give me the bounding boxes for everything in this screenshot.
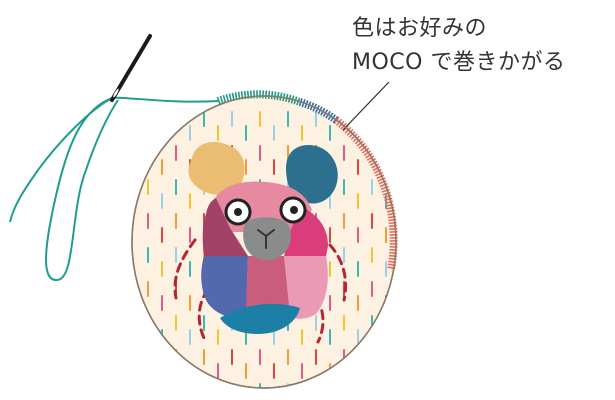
bear-body-bottom [220,303,300,334]
thread [45,96,219,282]
bear-ear-left [188,142,245,195]
bear-nose [257,229,275,249]
bear-head-right [284,206,328,256]
caption-line-2: MOCO で巻きかがる [352,50,566,75]
thread-tail [9,97,113,223]
bear-motif [173,142,348,344]
needle-icon [110,34,152,102]
bear-body-left [201,256,248,319]
wrapped-edge-coral [333,116,398,271]
bear-body-right [284,256,328,319]
bear-head-left [202,198,248,256]
hoop-outline [131,95,397,389]
bear-eye-left [224,198,252,226]
bear-eye-right [279,196,307,224]
caption-line-1: 色はお好みの [352,16,488,41]
leader-line [342,81,390,131]
bear-ear-right [286,144,338,204]
bear-body-center [246,256,290,310]
